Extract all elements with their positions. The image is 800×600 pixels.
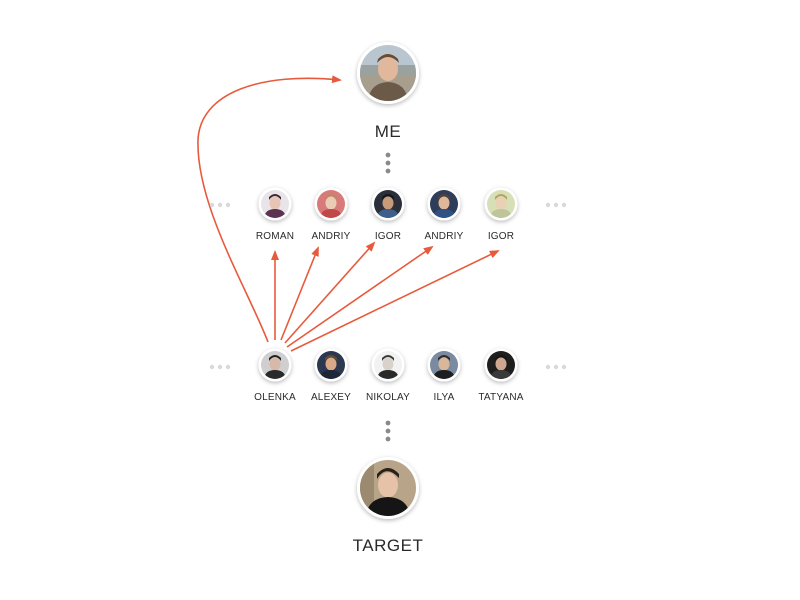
avatar-photo-icon [487, 351, 515, 379]
friends_of_me-person-4[interactable]: IGOR [484, 187, 518, 243]
person-name-label: IGOR [488, 231, 514, 242]
avatar-photo-icon [374, 351, 402, 379]
friends-of-me-row: ROMAN ANDRIY IGOR ANDRIY IGOR [256, 187, 518, 243]
avatar-photo-icon [374, 190, 402, 218]
target-label: TARGET [353, 536, 424, 555]
friends_of_me-person-2[interactable]: IGOR [371, 187, 405, 243]
avatar-photo-icon [360, 460, 416, 516]
avatar-photo-icon [360, 45, 416, 101]
avatar-photo-icon [487, 190, 515, 218]
horizontal-ellipsis-row2-right [545, 364, 567, 370]
avatar-photo-icon [430, 351, 458, 379]
arrow-to-me [197, 75, 342, 343]
horizontal-ellipsis-row2-left [209, 364, 231, 370]
arrow-to-friend-4 [290, 250, 500, 352]
avatar-photo-icon [317, 190, 345, 218]
avatar-photo-icon [261, 190, 289, 218]
arrow-to-friend-3 [286, 245, 434, 348]
friends_of_me-person-1[interactable]: ANDRIY [312, 187, 351, 243]
vertical-ellipsis-bottom [385, 420, 391, 442]
avatar-photo-icon [430, 190, 458, 218]
arrow-to-friend-2 [284, 241, 376, 344]
arrow-to-friend-1 [280, 246, 319, 341]
friends_of_target-person-4[interactable]: TATYANA [478, 348, 524, 404]
avatar-photo-icon [317, 351, 345, 379]
friends_of_target-person-2[interactable]: NIKOLAY [366, 348, 410, 404]
friends_of_target-person-1[interactable]: ALEXEY [311, 348, 351, 404]
me-node[interactable]: ME [357, 42, 419, 141]
person-name-label: ANDRIY [312, 231, 351, 242]
friends_of_target-person-3[interactable]: ILYA [427, 348, 461, 404]
friends-of-target-row: OLENKA ALEXEY NIKOLAY ILYA TATYANA [254, 348, 524, 404]
vertical-ellipsis-top [385, 152, 391, 174]
me-label: ME [375, 122, 402, 141]
person-name-label: ILYA [434, 392, 455, 403]
friends_of_target-person-0[interactable]: OLENKA [254, 348, 296, 404]
horizontal-ellipsis-row1-right [545, 202, 567, 208]
friends_of_me-person-3[interactable]: ANDRIY [425, 187, 464, 243]
avatar-photo-icon [261, 351, 289, 379]
person-name-label: NIKOLAY [366, 392, 410, 403]
connection-arrows [197, 75, 500, 352]
person-name-label: ALEXEY [311, 392, 351, 403]
target-node[interactable]: TARGET [353, 457, 424, 555]
person-name-label: ANDRIY [425, 231, 464, 242]
horizontal-ellipsis-row1-left [209, 202, 231, 208]
person-name-label: IGOR [375, 231, 401, 242]
friends_of_me-person-0[interactable]: ROMAN [256, 187, 294, 243]
person-name-label: TATYANA [478, 392, 523, 403]
person-name-label: ROMAN [256, 231, 294, 242]
person-name-label: OLENKA [254, 392, 296, 403]
